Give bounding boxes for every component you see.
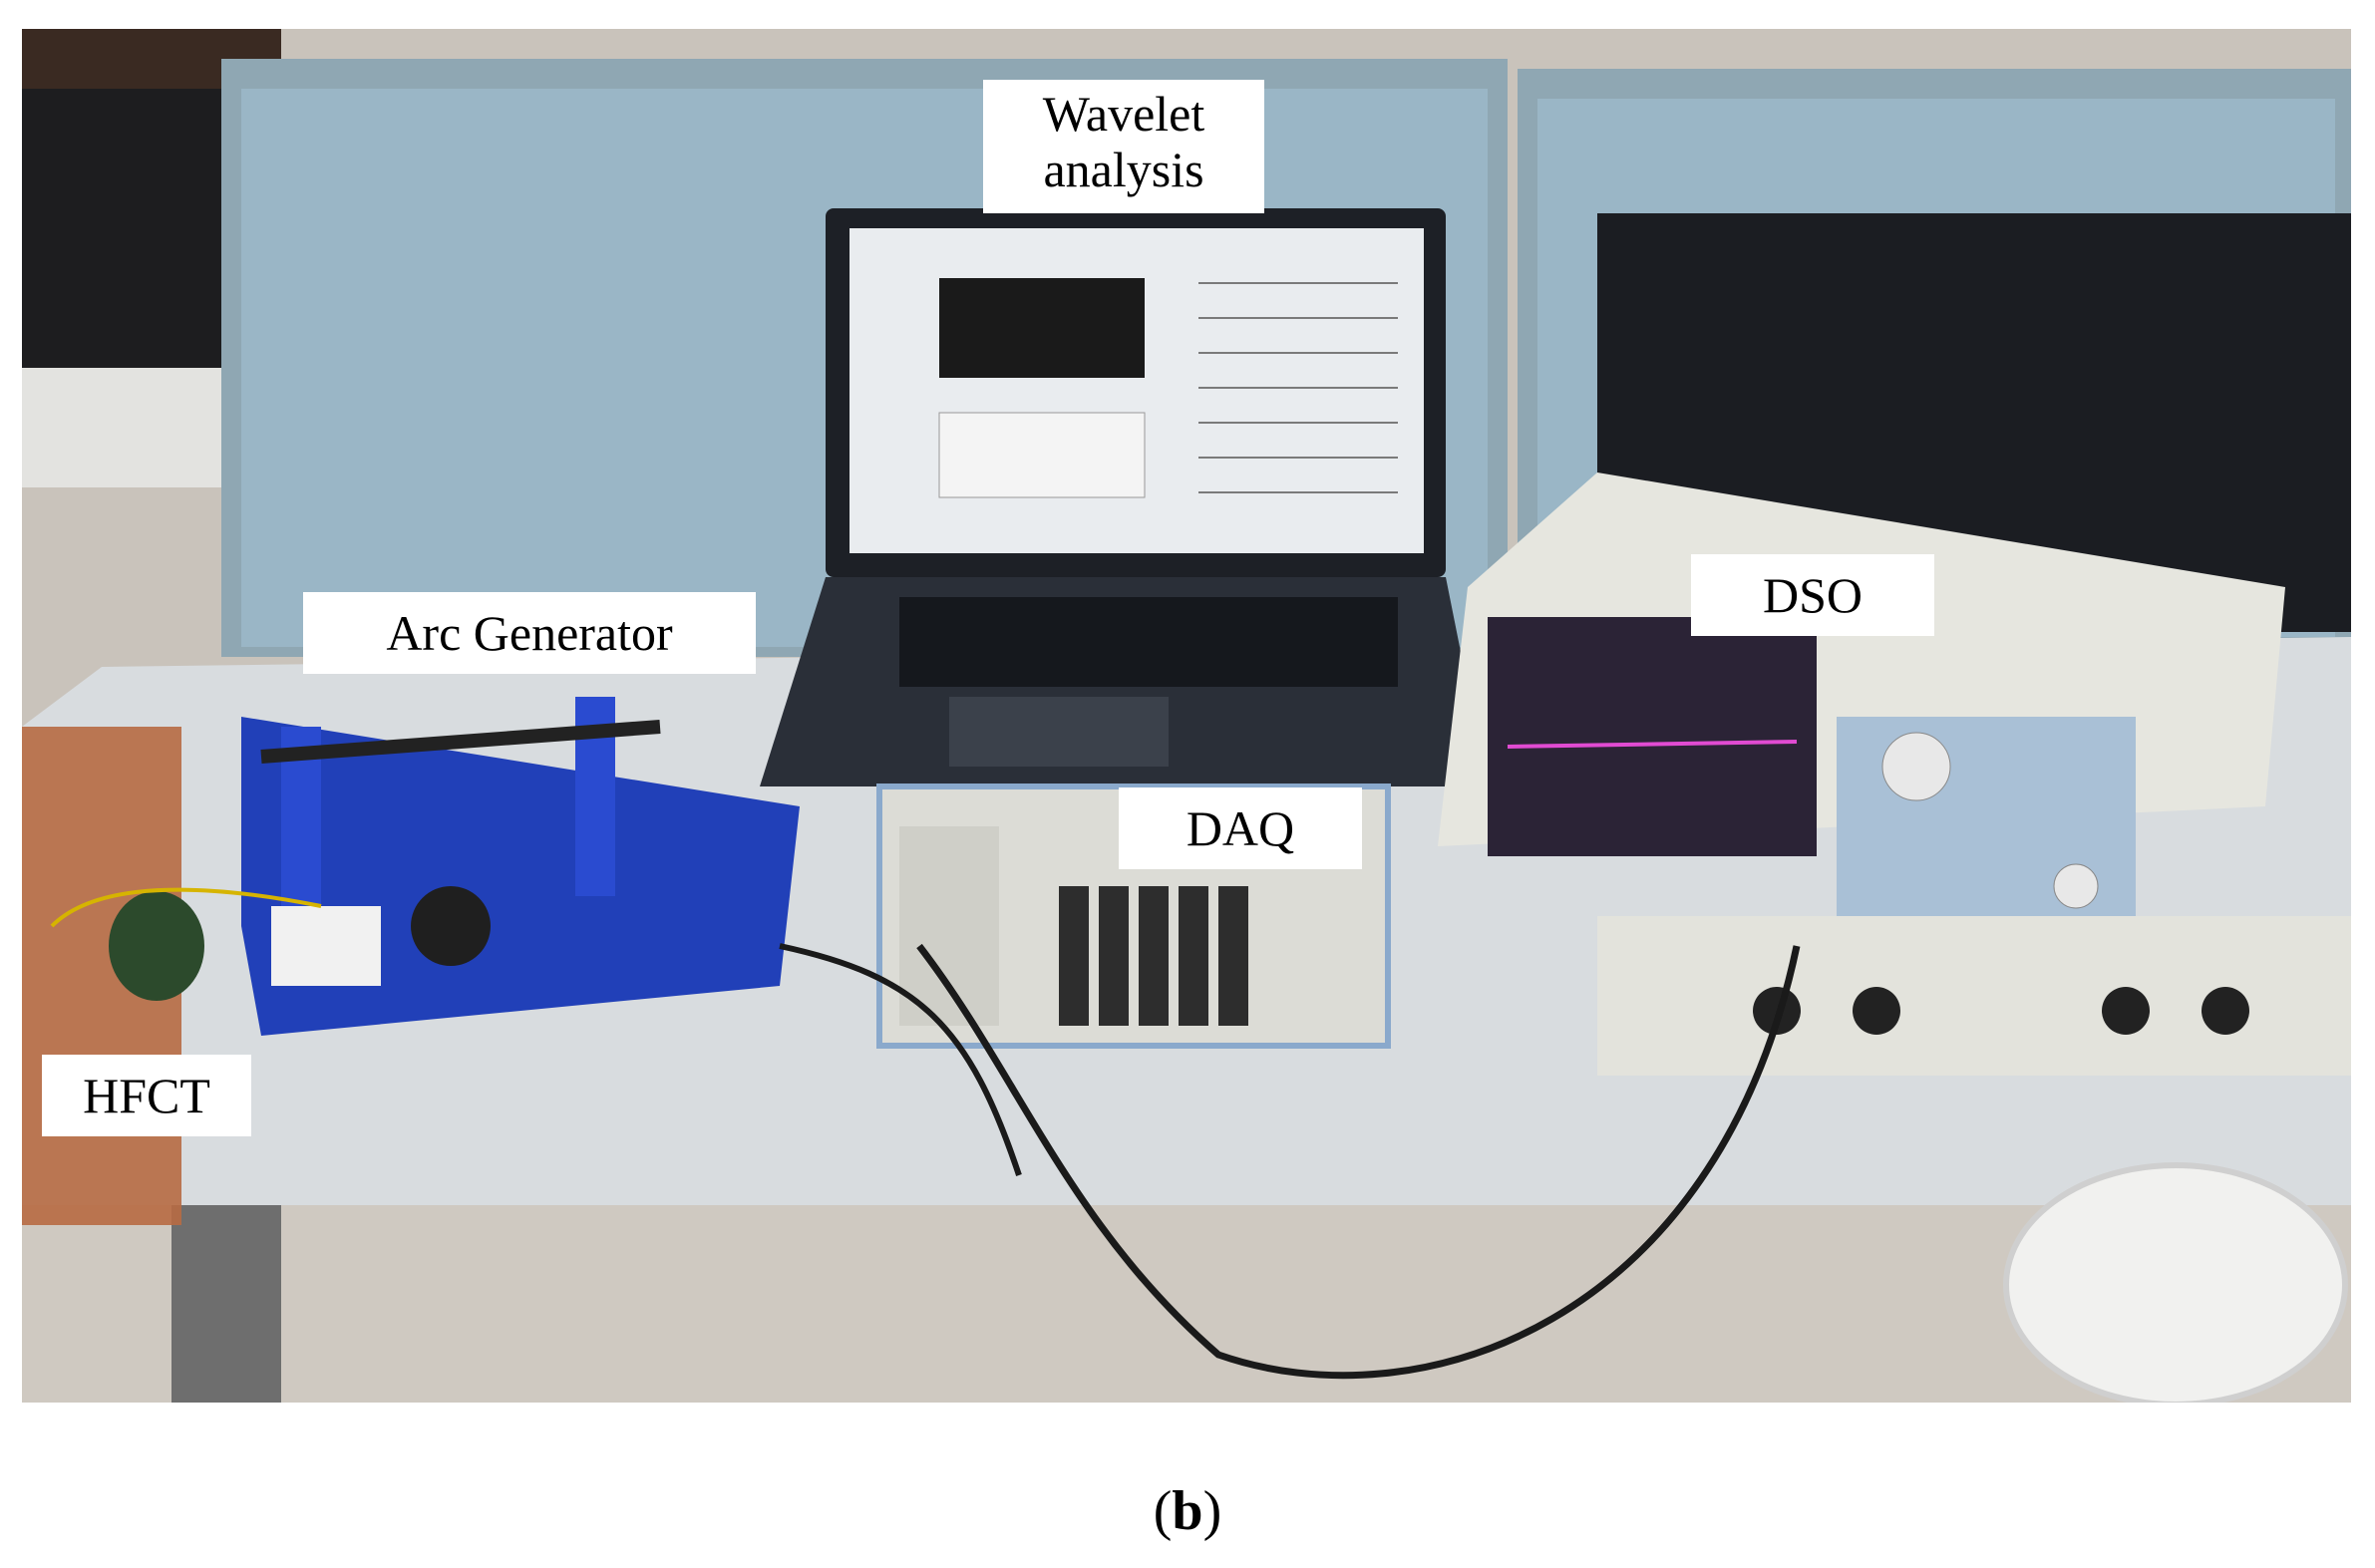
dso-knob — [1881, 732, 1951, 801]
laptop-screen — [849, 228, 1424, 553]
knob — [411, 886, 491, 966]
dso-screen — [1488, 617, 1817, 856]
callout-wavelet-analysis: Wavelet analysis — [983, 80, 1264, 213]
callout-hfct: HFCT — [42, 1055, 251, 1136]
black-bag — [22, 89, 251, 378]
dso-trace — [1507, 740, 1798, 749]
hfct-sensor — [109, 891, 204, 1001]
electrode-rod — [260, 720, 661, 764]
callout-dso: DSO — [1691, 554, 1934, 636]
callout-wavelet-text: Wavelet analysis — [1042, 86, 1205, 197]
callout-dso-text: DSO — [1762, 567, 1864, 623]
cable-spool — [2003, 1162, 2348, 1403]
cable — [916, 943, 1801, 1380]
dso-controls — [1837, 717, 2136, 936]
callout-hfct-text: HFCT — [83, 1068, 210, 1123]
socket — [271, 906, 381, 986]
callout-daq-text: DAQ — [1186, 800, 1295, 856]
laptop-touchpad — [949, 697, 1169, 767]
callout-arc-generator-text: Arc Generator — [386, 605, 673, 661]
laptop-panels — [1198, 282, 1398, 493]
floor — [22, 1205, 2351, 1403]
callout-arc-generator: Arc Generator — [303, 592, 756, 674]
table-leg — [171, 1205, 281, 1403]
callout-daq: DAQ — [1119, 787, 1362, 869]
laptop-keyboard — [899, 597, 1398, 687]
subfigure-letter: b — [1172, 1480, 1203, 1542]
lab-setup-photo — [22, 29, 2351, 1403]
waveform-plot — [939, 278, 1145, 378]
subfigure-caption: (b) — [1153, 1480, 1222, 1542]
daq-modules — [1059, 886, 1248, 1026]
